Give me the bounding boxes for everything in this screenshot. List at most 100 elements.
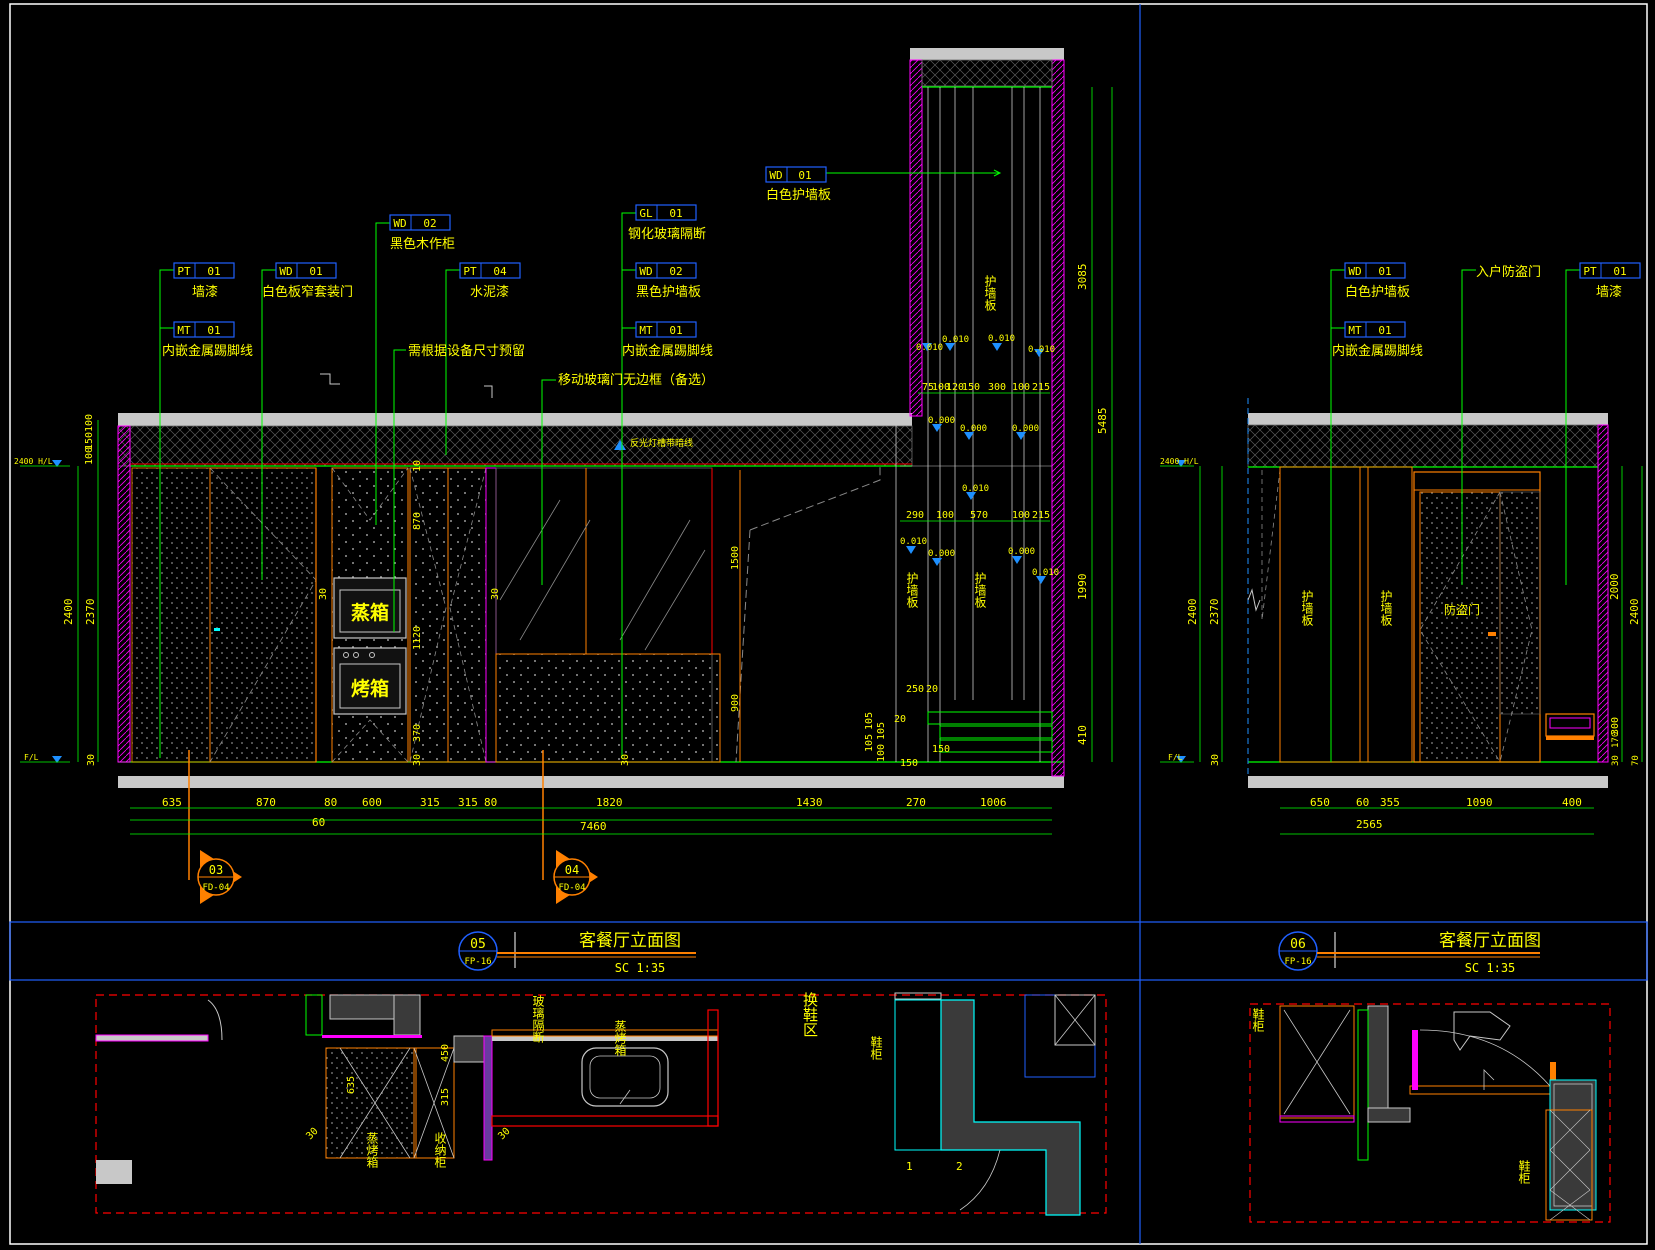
section-stems xyxy=(188,750,544,880)
svg-text:墙漆: 墙漆 xyxy=(192,284,218,300)
svg-text:215: 215 xyxy=(1032,382,1050,393)
tag-gl01: GL 01 钢化玻璃隔断 xyxy=(628,204,706,242)
svg-text:10: 10 xyxy=(412,460,423,472)
cabinet-end-panel xyxy=(485,467,497,763)
svg-text:170: 170 xyxy=(1611,732,1621,748)
door-handle xyxy=(214,628,220,631)
svg-text:2370: 2370 xyxy=(84,599,97,626)
oven-knob xyxy=(353,652,359,658)
svg-text:01: 01 xyxy=(669,207,682,220)
svg-text:墙漆: 墙漆 xyxy=(1596,284,1622,300)
svg-text:870: 870 xyxy=(256,796,276,809)
cabinet-swing-top xyxy=(331,467,409,521)
floor-slab-r xyxy=(1248,776,1608,788)
svg-text:355: 355 xyxy=(1380,796,1400,809)
security-door-label: 防盗门 xyxy=(1444,602,1480,617)
elevation-06: 护墙板 护墙板 防盗门 xyxy=(1247,398,1609,788)
svg-text:150: 150 xyxy=(932,744,950,755)
svg-text:0.000: 0.000 xyxy=(1008,547,1035,557)
svg-text:SC 1:35: SC 1:35 xyxy=(1465,961,1516,975)
plan-05 xyxy=(95,992,1107,1216)
svg-text:250: 250 xyxy=(906,684,924,695)
svg-text:PT: PT xyxy=(177,265,191,278)
svg-text:FP-16: FP-16 xyxy=(1284,957,1311,967)
shoe-bench-base xyxy=(1546,736,1594,740)
svg-text:80: 80 xyxy=(324,796,337,809)
svg-text:MT: MT xyxy=(639,324,653,337)
break-symbol xyxy=(1247,588,1261,612)
svg-text:410: 410 xyxy=(1076,725,1089,745)
step xyxy=(927,711,1053,725)
svg-text:0.010: 0.010 xyxy=(1028,345,1055,355)
ceiling-hatch-r xyxy=(1247,424,1599,468)
svg-text:PT: PT xyxy=(463,265,477,278)
ceiling-slab-r xyxy=(1248,413,1608,425)
svg-text:870: 870 xyxy=(412,512,423,530)
svg-text:70: 70 xyxy=(1631,755,1641,766)
svg-text:02: 02 xyxy=(669,265,682,278)
svg-text:钢化玻璃隔断: 钢化玻璃隔断 xyxy=(628,227,706,242)
wall-panel-left xyxy=(131,467,211,763)
tower-wall-right xyxy=(1051,59,1065,777)
svg-text:内嵌金属踢脚线: 内嵌金属踢脚线 xyxy=(1332,343,1423,359)
tag-wd01: WD 01 白色板窄套装门 xyxy=(262,262,353,300)
tower-cap xyxy=(910,48,1064,60)
oven-knob xyxy=(343,652,349,658)
svg-text:1990: 1990 xyxy=(1076,574,1089,601)
svg-text:1090: 1090 xyxy=(1466,796,1493,809)
svg-text:鞋柜: 鞋柜 xyxy=(1251,1007,1265,1032)
section-mark-04: 04 FD-04 xyxy=(553,850,598,904)
panel-r-gap xyxy=(1359,466,1369,763)
svg-text:客餐厅立面图: 客餐厅立面图 xyxy=(1439,931,1541,951)
svg-text:PT: PT xyxy=(1583,265,1597,278)
glass-reflection xyxy=(499,499,561,601)
tag-wd01-top: WD 01 白色护墙板 xyxy=(765,166,831,203)
leader-lines-06 xyxy=(1330,269,1580,762)
svg-text:60: 60 xyxy=(312,816,325,829)
svg-text:05: 05 xyxy=(470,937,486,952)
tower-hatch xyxy=(921,59,1053,87)
svg-text:100: 100 xyxy=(84,447,95,465)
svg-text:0.000: 0.000 xyxy=(928,549,955,559)
svg-text:215: 215 xyxy=(1032,510,1050,521)
svg-text:30: 30 xyxy=(496,1126,512,1142)
light-strip-marker xyxy=(614,440,626,450)
door-panel xyxy=(209,467,317,763)
svg-text:2565: 2565 xyxy=(1356,818,1383,831)
slanted-wall xyxy=(735,466,881,763)
svg-text:635: 635 xyxy=(162,796,182,809)
svg-text:2400 H/L: 2400 H/L xyxy=(14,457,53,466)
svg-text:04: 04 xyxy=(565,863,579,877)
plan-number-1: 1 xyxy=(906,1160,913,1173)
svg-text:100: 100 xyxy=(936,510,954,521)
door-swing-r xyxy=(1419,491,1501,763)
svg-text:30: 30 xyxy=(1611,755,1621,766)
svg-text:100: 100 xyxy=(84,414,95,432)
right-height-dims: 2400 2370 30 2400 H/L F/L 2000 2400 300 … xyxy=(1160,457,1643,766)
svg-text:600: 600 xyxy=(362,796,382,809)
svg-text:GL: GL xyxy=(639,207,653,220)
svg-text:2400: 2400 xyxy=(1186,599,1199,626)
svg-text:收纳柜: 收纳柜 xyxy=(433,1132,447,1168)
svg-text:2400: 2400 xyxy=(62,599,75,626)
left-wall xyxy=(117,425,131,763)
ceiling-slab xyxy=(118,413,912,426)
svg-text:300: 300 xyxy=(1610,717,1621,735)
svg-text:315: 315 xyxy=(420,796,440,809)
svg-text:WD: WD xyxy=(1348,265,1361,278)
svg-text:5485: 5485 xyxy=(1096,408,1109,435)
security-door xyxy=(1419,491,1501,763)
right-wall-r xyxy=(1597,424,1609,763)
svg-text:0.000: 0.000 xyxy=(960,424,987,434)
tag-r-mt01: MT 01 内嵌金属踢脚线 xyxy=(1332,321,1423,359)
ceiling-detail xyxy=(320,373,340,385)
shoe-area-label: 换鞋区 xyxy=(801,992,819,1037)
tag-pt04: PT 04 水泥漆 xyxy=(459,262,521,300)
svg-text:30: 30 xyxy=(86,754,97,766)
svg-text:30: 30 xyxy=(1210,754,1221,766)
glass-reflection xyxy=(619,519,691,641)
viewport-frame xyxy=(9,3,1648,1245)
svg-text:0.000: 0.000 xyxy=(928,416,955,426)
